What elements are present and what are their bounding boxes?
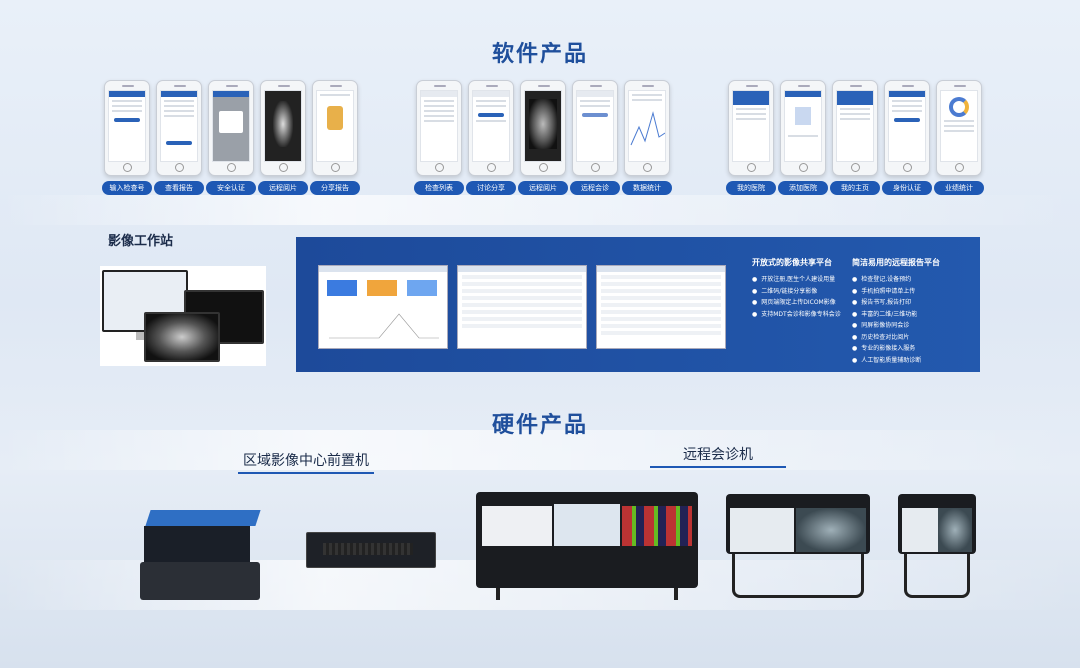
- phone-label[interactable]: 我的主页: [830, 181, 880, 195]
- phone-label[interactable]: 查看报告: [154, 181, 204, 195]
- platform2-title: 简洁易用的远程报告平台: [852, 258, 940, 267]
- bg-stripe: [0, 430, 1080, 470]
- phone-screenshot: [260, 80, 306, 176]
- feature-item: 网页端限定上传DICOM影像: [752, 297, 841, 309]
- workstation-screenshot: [596, 265, 726, 349]
- phone-screenshot: [780, 80, 826, 176]
- server-image: [138, 510, 262, 600]
- phone-label[interactable]: 业绩统计: [934, 181, 984, 195]
- phone-label[interactable]: 安全认证: [206, 181, 256, 195]
- feature-item: 报告书写,报告打印: [852, 297, 940, 309]
- phone-label[interactable]: 我的医院: [726, 181, 776, 195]
- software-title: 软件产品: [491, 42, 588, 67]
- workstation-image: [100, 266, 266, 366]
- title-underline: [650, 466, 786, 468]
- feature-item: 人工智能质量辅助诊断: [852, 355, 940, 367]
- phone-screenshot: [832, 80, 878, 176]
- title-underline: [238, 472, 374, 474]
- phone-group-1: 输入检查号 查看报告 安全认证 远程阅片 分享报告: [102, 80, 360, 195]
- phone-label[interactable]: 添加医院: [778, 181, 828, 195]
- phone-label[interactable]: 检查列表: [414, 181, 464, 195]
- phone-screenshot: [936, 80, 982, 176]
- feature-item: 历史检查对比阅片: [852, 332, 940, 344]
- feature-item: 丰富的二维/三维功能: [852, 309, 940, 321]
- phone-screenshot: [312, 80, 358, 176]
- phone-screenshot: [728, 80, 774, 176]
- phone-label[interactable]: 数据统计: [622, 181, 672, 195]
- feature-item: 二维码/链接分享影像: [752, 286, 841, 298]
- phone-screenshot: [416, 80, 462, 176]
- phone-label[interactable]: 远程阅片: [258, 181, 308, 195]
- feature-item: 开放注册,医生个人建设用量: [752, 274, 841, 286]
- phone-label[interactable]: 输入检查号: [102, 181, 152, 195]
- workstation-panel: 开放式的影像共享平台 开放注册,医生个人建设用量 二维码/链接分享影像 网页端限…: [296, 237, 980, 372]
- video-wall-image: [898, 494, 976, 602]
- platform1-features: 开放式的影像共享平台 开放注册,医生个人建设用量 二维码/链接分享影像 网页端限…: [752, 257, 841, 320]
- phone-group-2: 检查列表 讨论分享 远程阅片 远程会诊 数据统计: [414, 80, 672, 195]
- video-wall-image: [726, 494, 870, 602]
- phone-label[interactable]: 讨论分享: [466, 181, 516, 195]
- video-wall-image: [476, 492, 698, 600]
- consultation-title: 远程会诊机: [683, 447, 753, 463]
- feature-item: 专业的影像接入服务: [852, 343, 940, 355]
- platform2-features: 简洁易用的远程报告平台 检查登记,设备预约 手机拍照申请单上传 报告书写,报告打…: [852, 257, 940, 366]
- feature-item: 同屏影像协同会诊: [852, 320, 940, 332]
- phone-screenshot: [208, 80, 254, 176]
- platform1-title: 开放式的影像共享平台: [752, 258, 832, 267]
- phone-screenshot: [624, 80, 670, 176]
- phone-label[interactable]: 身份认证: [882, 181, 932, 195]
- feature-item: 支持MDT会诊和影像专科会诊: [752, 309, 840, 321]
- rack-server-image: [306, 532, 436, 568]
- phone-screenshot: [156, 80, 202, 176]
- phone-screenshot: [104, 80, 150, 176]
- bg-stripe: [0, 195, 1080, 225]
- phone-label[interactable]: 远程阅片: [518, 181, 568, 195]
- phone-label[interactable]: 远程会诊: [570, 181, 620, 195]
- phone-screenshot: [572, 80, 618, 176]
- phone-screenshot: [520, 80, 566, 176]
- phone-label[interactable]: 分享报告: [310, 181, 360, 195]
- hardware-title: 硬件产品: [491, 413, 588, 438]
- feature-item: 检查登记,设备预约: [852, 274, 940, 286]
- phone-screenshot: [884, 80, 930, 176]
- regional-server-title: 区域影像中心前置机: [243, 453, 369, 469]
- feature-item: 手机拍照申请单上传: [852, 286, 940, 298]
- workstation-screenshot: [457, 265, 587, 349]
- phone-group-3: 我的医院 添加医院 我的主页 身份认证 业绩统计: [726, 80, 984, 195]
- workstation-title: 影像工作站: [108, 234, 174, 249]
- phone-screenshot: [468, 80, 514, 176]
- workstation-screenshot: [318, 265, 448, 349]
